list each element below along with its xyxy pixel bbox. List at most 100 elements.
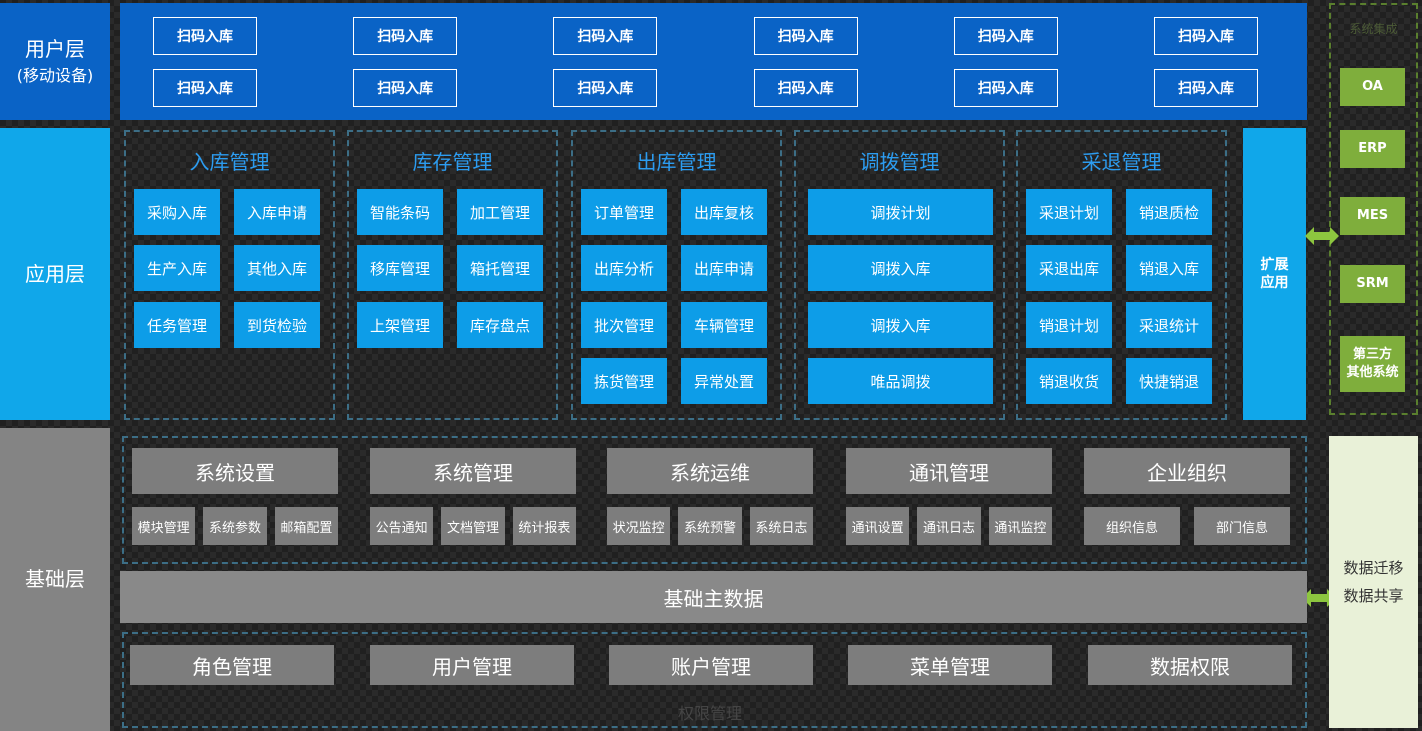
service-item[interactable]: 公告通知 bbox=[370, 507, 434, 545]
module-item[interactable]: 快捷销退 bbox=[1126, 358, 1212, 404]
module-item[interactable]: 上架管理 bbox=[357, 302, 443, 348]
module-title: 入库管理 bbox=[189, 150, 270, 174]
permission-item[interactable]: 账户管理 bbox=[609, 645, 813, 685]
scan-inbound-button[interactable]: 扫码入库 bbox=[153, 17, 257, 55]
service-item[interactable]: 组织信息 bbox=[1084, 507, 1180, 545]
module-box bbox=[571, 130, 782, 420]
module-item[interactable]: 拣货管理 bbox=[581, 358, 667, 404]
service-item[interactable]: 部门信息 bbox=[1194, 507, 1290, 545]
scan-inbound-button[interactable]: 扫码入库 bbox=[553, 69, 658, 107]
scan-inbound-button[interactable]: 扫码入库 bbox=[553, 17, 658, 55]
extension-app-line2: 应用 bbox=[1260, 275, 1289, 291]
scan-inbound-button[interactable]: 扫码入库 bbox=[353, 69, 458, 107]
data-sharing-label: 数据共享 bbox=[1343, 587, 1404, 605]
service-item[interactable]: 文档管理 bbox=[441, 507, 505, 545]
double-arrow-icon bbox=[1305, 227, 1339, 245]
module-item[interactable]: 采购入库 bbox=[134, 189, 220, 235]
service-item[interactable]: 状况监控 bbox=[607, 507, 671, 545]
service-group-title[interactable]: 系统设置 bbox=[132, 448, 338, 494]
module-item[interactable]: 入库申请 bbox=[234, 189, 320, 235]
module-item[interactable]: 出库复核 bbox=[681, 189, 767, 235]
scan-inbound-button[interactable]: 扫码入库 bbox=[1154, 69, 1258, 107]
module-item[interactable]: 订单管理 bbox=[581, 189, 667, 235]
user-layer-subtitle: (移动设备) bbox=[16, 66, 94, 86]
integration-third-party[interactable]: 第三方 其他系统 bbox=[1340, 336, 1405, 392]
service-group-title[interactable]: 系统运维 bbox=[607, 448, 813, 494]
module-item[interactable]: 箱托管理 bbox=[457, 245, 543, 291]
app-layer-title: 应用层 bbox=[25, 261, 85, 286]
module-item[interactable]: 出库分析 bbox=[581, 245, 667, 291]
extension-app-line1: 扩展 bbox=[1260, 256, 1289, 273]
module-item[interactable]: 库存盘点 bbox=[457, 302, 543, 348]
service-item[interactable]: 系统预警 bbox=[678, 507, 742, 545]
integration-srm[interactable]: SRM bbox=[1340, 265, 1405, 303]
module-item[interactable]: 智能条码 bbox=[357, 189, 443, 235]
permission-title: 权限管理 bbox=[677, 704, 742, 723]
module-item[interactable]: 销退收货 bbox=[1026, 358, 1112, 404]
scan-inbound-button[interactable]: 扫码入库 bbox=[953, 69, 1058, 107]
integration-mes[interactable]: MES bbox=[1340, 197, 1405, 235]
service-group-title[interactable]: 企业组织 bbox=[1084, 448, 1290, 494]
master-data-band: 基础主数据 bbox=[120, 571, 1307, 623]
integration-erp[interactable]: ERP bbox=[1340, 130, 1405, 168]
service-group-title[interactable]: 通讯管理 bbox=[846, 448, 1052, 494]
module-item[interactable]: 到货检验 bbox=[234, 302, 320, 348]
scan-inbound-button[interactable]: 扫码入库 bbox=[353, 17, 458, 55]
module-item[interactable]: 异常处置 bbox=[681, 358, 767, 404]
permission-item[interactable]: 菜单管理 bbox=[848, 645, 1052, 685]
service-item[interactable]: 系统参数 bbox=[203, 507, 267, 545]
scan-inbound-button[interactable]: 扫码入库 bbox=[153, 69, 257, 107]
module-item[interactable]: 调拨入库 bbox=[808, 302, 993, 348]
service-item[interactable]: 通讯日志 bbox=[917, 507, 981, 545]
scan-inbound-button[interactable]: 扫码入库 bbox=[953, 17, 1058, 55]
scan-inbound-button[interactable]: 扫码入库 bbox=[1154, 17, 1258, 55]
system-integration-title: 系统集成 bbox=[1349, 22, 1398, 36]
module-title: 出库管理 bbox=[636, 150, 717, 174]
user-layer-band bbox=[120, 3, 1307, 120]
module-title: 库存管理 bbox=[412, 150, 493, 174]
service-item[interactable]: 通讯监控 bbox=[988, 507, 1052, 545]
base-services-box bbox=[122, 436, 1307, 564]
service-item[interactable]: 系统日志 bbox=[749, 507, 813, 545]
module-item[interactable]: 唯品调拨 bbox=[808, 358, 993, 404]
module-item[interactable]: 销退质检 bbox=[1126, 189, 1212, 235]
extension-app-block[interactable]: 扩展 应用 bbox=[1243, 128, 1306, 420]
module-item[interactable]: 车辆管理 bbox=[681, 302, 767, 348]
module-item[interactable]: 出库申请 bbox=[681, 245, 767, 291]
service-item[interactable]: 通讯设置 bbox=[846, 507, 910, 545]
module-item[interactable]: 批次管理 bbox=[581, 302, 667, 348]
service-item[interactable]: 邮箱配置 bbox=[274, 507, 338, 545]
module-box bbox=[347, 130, 558, 420]
module-item[interactable]: 移库管理 bbox=[357, 245, 443, 291]
user-layer-label: 用户层 (移动设备) bbox=[0, 3, 110, 120]
module-item[interactable]: 调拨入库 bbox=[808, 245, 993, 291]
service-item[interactable]: 模块管理 bbox=[132, 507, 196, 545]
module-item[interactable]: 生产入库 bbox=[134, 245, 220, 291]
base-layer-title: 基础层 bbox=[25, 567, 85, 591]
integration-third-party-line1: 第三方 bbox=[1352, 347, 1392, 363]
module-item[interactable]: 任务管理 bbox=[134, 302, 220, 348]
module-title: 调拨管理 bbox=[859, 150, 940, 174]
module-item[interactable]: 采退计划 bbox=[1026, 189, 1112, 235]
module-box bbox=[794, 130, 1005, 420]
data-migration-label: 数据迁移 bbox=[1343, 558, 1404, 577]
permission-item[interactable]: 用户管理 bbox=[370, 645, 574, 685]
module-box bbox=[1016, 130, 1227, 420]
module-item[interactable]: 采退出库 bbox=[1026, 245, 1112, 291]
scan-inbound-button[interactable]: 扫码入库 bbox=[753, 17, 858, 55]
module-item[interactable]: 加工管理 bbox=[457, 189, 543, 235]
module-item[interactable]: 销退入库 bbox=[1126, 245, 1212, 291]
module-box bbox=[124, 130, 335, 420]
module-item[interactable]: 销退计划 bbox=[1026, 302, 1112, 348]
module-item[interactable]: 采退统计 bbox=[1126, 302, 1212, 348]
permission-box bbox=[122, 632, 1307, 728]
integration-oa[interactable]: OA bbox=[1340, 68, 1405, 106]
module-item[interactable]: 其他入库 bbox=[234, 245, 320, 291]
module-item[interactable]: 调拨计划 bbox=[808, 189, 993, 235]
permission-item[interactable]: 数据权限 bbox=[1088, 645, 1292, 685]
service-item[interactable]: 统计报表 bbox=[512, 507, 576, 545]
permission-item[interactable]: 角色管理 bbox=[130, 645, 334, 685]
service-group-title[interactable]: 系统管理 bbox=[370, 448, 576, 494]
system-integration-box bbox=[1329, 3, 1418, 415]
scan-inbound-button[interactable]: 扫码入库 bbox=[753, 69, 858, 107]
